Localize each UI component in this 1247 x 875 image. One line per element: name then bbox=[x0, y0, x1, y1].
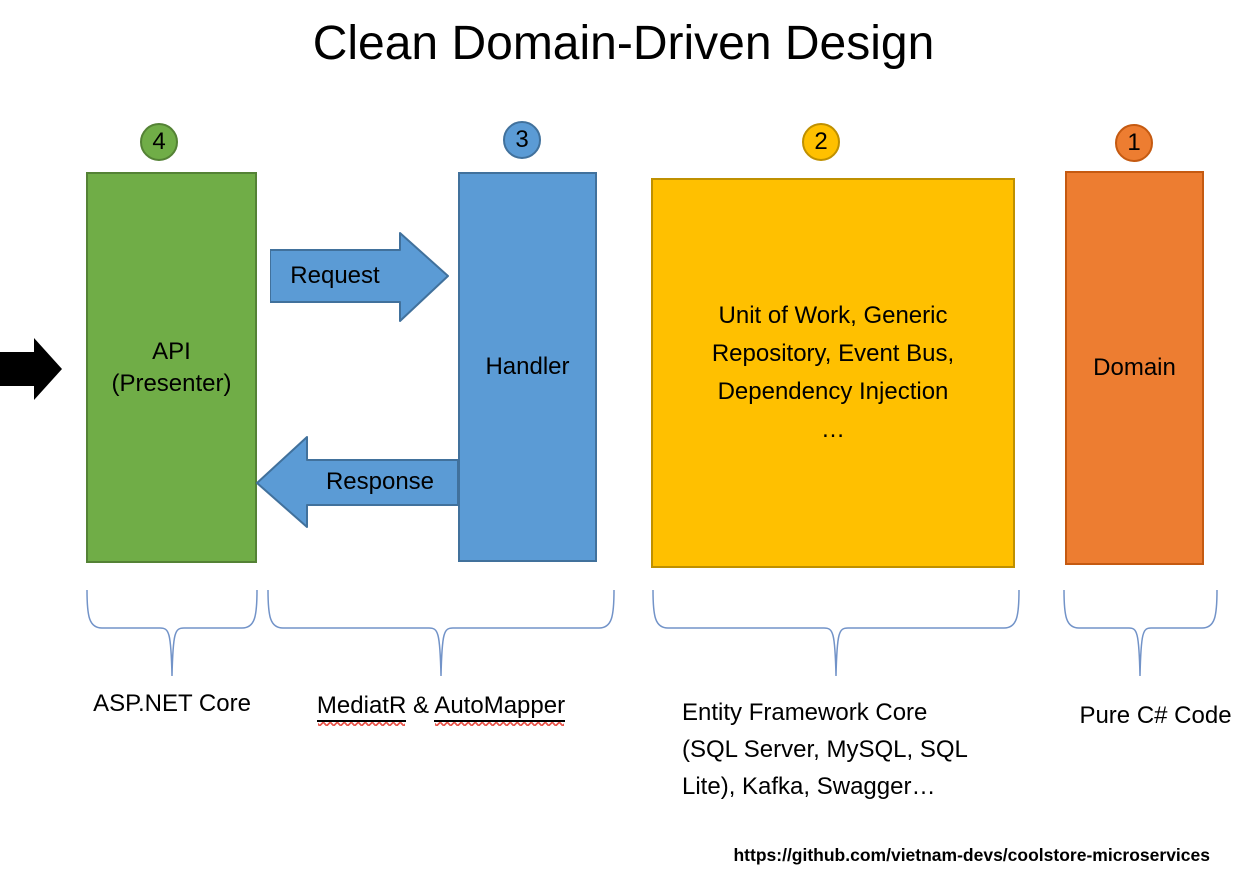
tech-label-infrastructure-line: Entity Framework Core bbox=[682, 699, 928, 726]
request-label: Request bbox=[290, 262, 380, 289]
input-arrow-icon bbox=[0, 338, 62, 400]
layer-box-application: Handler bbox=[458, 172, 597, 562]
footer-url: https://github.com/vietnam-devs/coolstor… bbox=[733, 845, 1210, 865]
brace-presentation bbox=[86, 589, 258, 677]
infrastructure-text-line: Repository, Event Bus, bbox=[711, 340, 955, 367]
tech-label-infrastructure: Entity Framework Core (SQL Server, MySQL… bbox=[682, 694, 1042, 805]
infrastructure-text-line: Dependency Injection bbox=[717, 378, 949, 405]
step-badge-4: 4 bbox=[140, 123, 178, 161]
layer-box-infrastructure: Unit of Work, Generic Repository, Event … bbox=[651, 178, 1015, 568]
step-badge-3: 3 bbox=[503, 121, 541, 159]
tech-word-ampersand: & bbox=[412, 692, 429, 719]
response-label: Response bbox=[325, 467, 435, 495]
api-label-line2: (Presenter) bbox=[111, 369, 232, 397]
domain-label: Domain bbox=[1093, 354, 1176, 381]
api-label-line1: API bbox=[152, 337, 191, 365]
step-badge-1: 1 bbox=[1115, 124, 1153, 162]
step-badge-2: 2 bbox=[802, 123, 840, 161]
brace-infrastructure bbox=[652, 589, 1020, 677]
tech-label-application: MediatR & AutoMapper bbox=[267, 692, 615, 722]
response-arrow-icon bbox=[256, 436, 459, 528]
layer-box-presentation: API (Presenter) bbox=[86, 172, 257, 563]
request-arrow-icon bbox=[270, 232, 449, 322]
handler-label: Handler bbox=[485, 353, 570, 380]
infrastructure-text-line: Unit of Work, Generic bbox=[718, 302, 948, 329]
brace-domain bbox=[1063, 589, 1218, 677]
tech-label-infrastructure-line: (SQL Server, MySQL, SQL bbox=[682, 736, 968, 763]
tech-word-automapper: AutoMapper bbox=[434, 692, 566, 722]
layer-box-domain: Domain bbox=[1065, 171, 1204, 565]
tech-label-presentation: ASP.NET Core bbox=[93, 690, 251, 717]
tech-label-infrastructure-line: Lite), Kafka, Swagger… bbox=[682, 773, 936, 800]
brace-application bbox=[267, 589, 615, 677]
page-title: Clean Domain-Driven Design bbox=[312, 17, 935, 70]
tech-word-mediatr: MediatR bbox=[316, 692, 407, 722]
tech-label-domain: Pure C# Code bbox=[1079, 702, 1232, 729]
infrastructure-text-line: … bbox=[821, 416, 845, 443]
